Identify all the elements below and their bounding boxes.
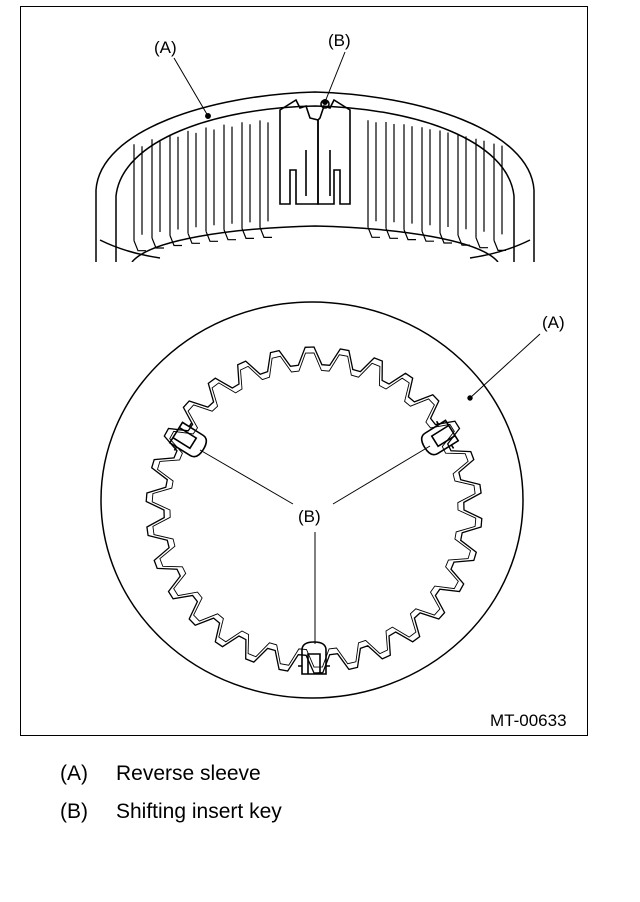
spline-tooth — [133, 144, 143, 241]
spline-tooth-foot — [205, 231, 218, 242]
spline-tooth — [475, 138, 485, 238]
spline-tooth — [493, 143, 503, 241]
spline-tooth-foot — [133, 240, 146, 252]
spline-tooth — [241, 122, 251, 229]
spline-tooth-foot — [439, 232, 452, 244]
spline-tooth-foot — [385, 228, 398, 239]
spline-tooth — [439, 130, 449, 233]
spline-tooth — [187, 130, 197, 234]
spline-tooth-foot — [223, 229, 236, 241]
spline-tooth — [457, 134, 467, 236]
spline-tooth-foot — [151, 237, 164, 249]
spline-tooth — [403, 124, 413, 230]
spline-tooth-foot — [169, 235, 182, 247]
insert-key-right — [420, 419, 460, 456]
spline-tooth-foot — [367, 227, 380, 238]
spline-tooth — [385, 122, 395, 229]
spline-tooth — [169, 134, 179, 236]
spline-tooth — [151, 139, 161, 238]
legend-row-a: (A) Reverse sleeve — [60, 762, 282, 800]
inner-spline-chamfer — [151, 352, 477, 668]
callout-b-top: (B) — [328, 31, 351, 50]
callout-a-top: (A) — [154, 38, 177, 57]
spline-tooth-foot — [259, 227, 272, 238]
spline-tooth — [223, 124, 233, 230]
figure-code: MT-00633 — [490, 711, 567, 730]
legend-key-a: (A) — [60, 762, 88, 785]
legend-text-b: Shifting insert key — [116, 800, 282, 823]
legend-row-b: (B) Shifting insert key — [60, 800, 282, 838]
spline-tooth — [205, 127, 215, 232]
spline-tooth — [259, 120, 269, 228]
sleeve-face-view — [100, 301, 541, 699]
sleeve-perspective-view — [95, 51, 535, 262]
spline-tooth-foot — [421, 230, 434, 242]
sleeve-inner-splines — [133, 120, 506, 252]
legend: (A) Reverse sleeve (B) Shifting insert k… — [60, 762, 282, 838]
legend-text-a: Reverse sleeve — [116, 762, 261, 785]
spline-tooth-foot — [403, 229, 416, 241]
spline-tooth-foot — [493, 240, 506, 251]
insert-key-left — [168, 421, 208, 458]
callout-b-bottom: (B) — [298, 507, 321, 526]
spline-tooth-foot — [475, 237, 488, 249]
spline-tooth-foot — [241, 228, 254, 239]
spline-tooth — [367, 120, 377, 228]
spline-tooth — [421, 127, 431, 232]
figure-frame — [20, 6, 588, 736]
inner-spline-profile — [145, 346, 483, 674]
callout-a-bottom: (A) — [542, 313, 565, 332]
spline-tooth-foot — [457, 234, 470, 246]
spline-tooth-foot — [187, 233, 200, 244]
insert-key-bottom — [298, 641, 330, 675]
insert-key-top — [279, 98, 351, 205]
legend-key-b: (B) — [60, 800, 88, 823]
